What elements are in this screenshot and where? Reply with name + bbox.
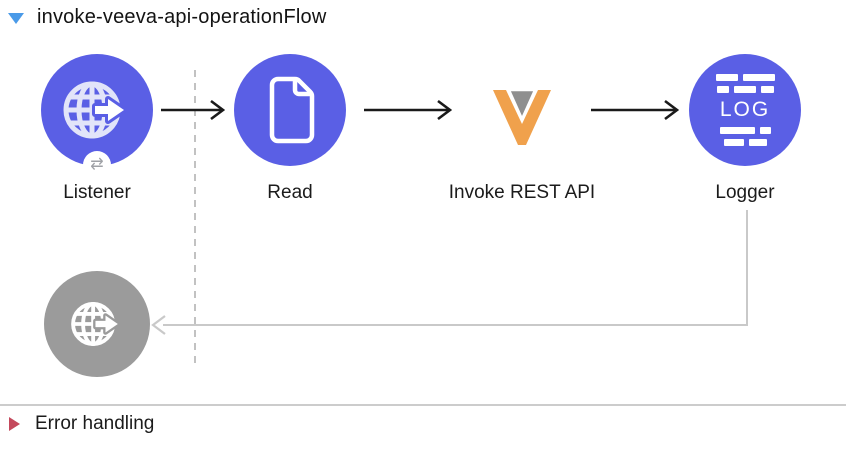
globe-arrow-icon — [63, 81, 127, 139]
log-icon-text: LOG — [719, 98, 771, 121]
node-label-invoke-rest-api: Invoke REST API — [448, 182, 596, 203]
node-label-read: Read — [267, 182, 313, 203]
exchange-icon: ⇄ — [90, 156, 104, 173]
connector-read-invoke-arrow — [364, 99, 452, 121]
connector-invoke-logger-arrow — [591, 99, 679, 121]
veeva-logo-icon — [493, 88, 551, 145]
globe-arrow-grey-icon — [71, 302, 121, 346]
message-exchange-badge: ⇄ — [83, 151, 111, 179]
node-listener-inactive — [2, 271, 192, 377]
return-path-vertical-line — [746, 210, 748, 326]
document-icon — [269, 76, 315, 144]
read-node-circle[interactable] — [234, 54, 346, 166]
expand-triangle-icon — [9, 417, 20, 431]
return-path-horizontal-line — [163, 324, 748, 326]
flow-header: invoke-veeva-api-operationFlow — [8, 6, 326, 29]
log-icon: LOG — [715, 74, 775, 146]
node-read: Read — [195, 54, 385, 204]
section-divider — [0, 404, 846, 406]
source-section-separator — [194, 70, 196, 363]
connector-listener-read-arrow — [161, 99, 225, 121]
logger-node-circle[interactable]: LOG — [689, 54, 801, 166]
listener-node-circle[interactable]: ⇄ — [41, 54, 153, 179]
node-listener: ⇄ Listener — [2, 54, 192, 204]
return-path-arrowhead-icon — [151, 315, 166, 335]
invoke-rest-api-target[interactable] — [490, 54, 554, 166]
node-logger: LOG Logger — [650, 54, 840, 204]
node-invoke-rest-api: Invoke REST API — [427, 54, 617, 204]
error-handling-toggle[interactable]: Error handling — [9, 413, 154, 435]
node-label-listener: Listener — [63, 182, 131, 203]
error-handling-label: Error handling — [35, 413, 155, 434]
node-label-logger: Logger — [715, 182, 775, 203]
collapse-flow-icon[interactable] — [8, 13, 24, 24]
listener-inactive-circle[interactable] — [44, 271, 150, 377]
flow-title: invoke-veeva-api-operationFlow — [37, 6, 327, 28]
